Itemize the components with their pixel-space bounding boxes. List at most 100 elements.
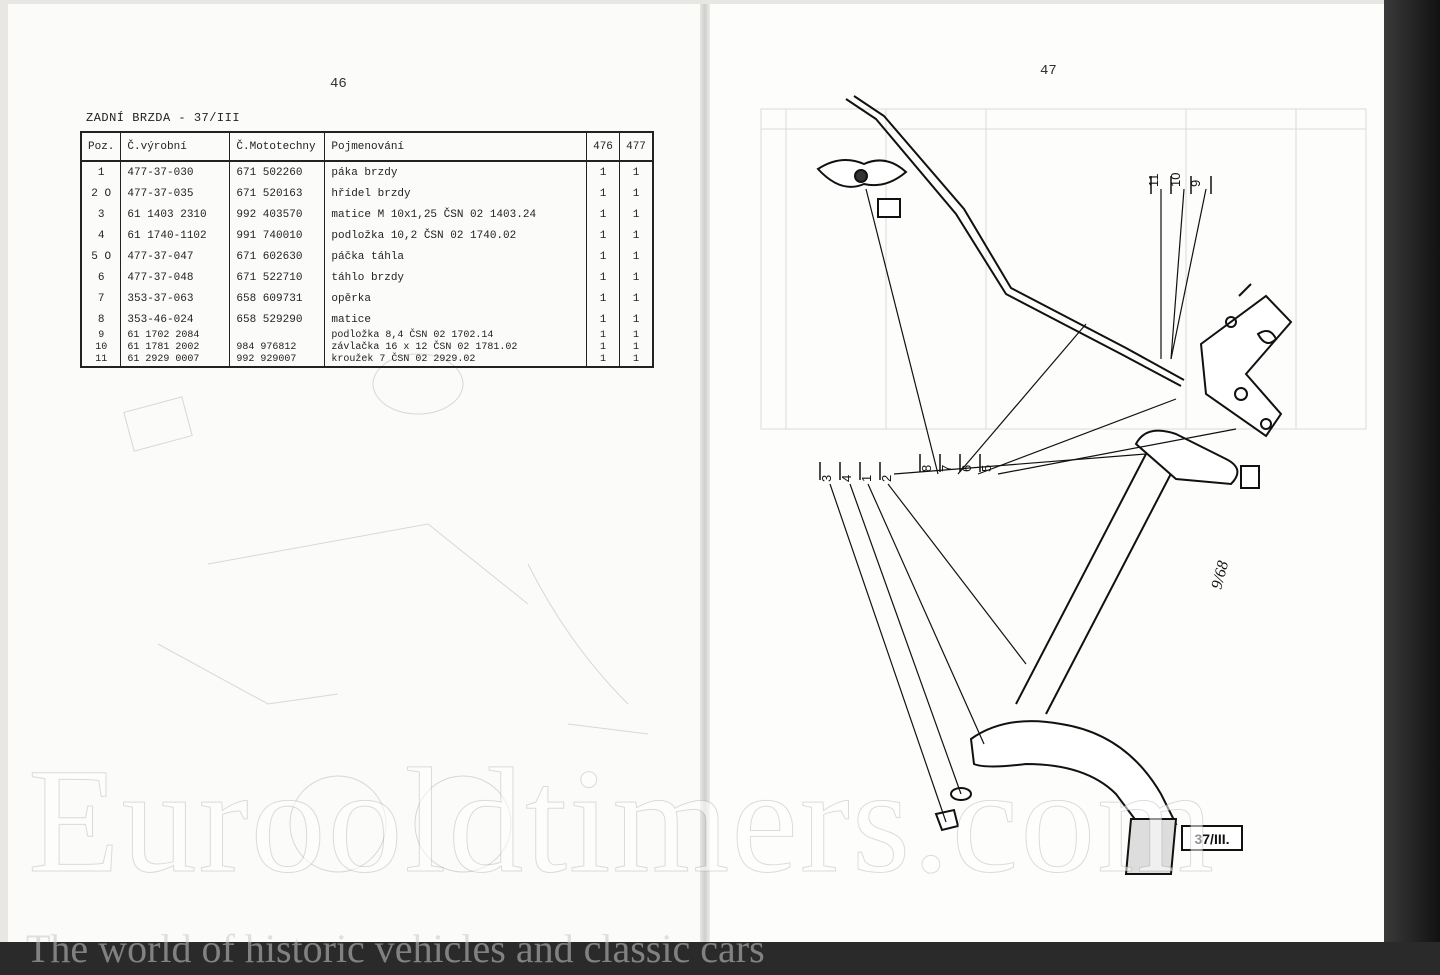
book-gutter (700, 4, 710, 942)
cell-mototechna-no (229, 330, 326, 342)
cell-mototechna-no: 658 529290 (229, 309, 326, 330)
cell-position: 6 (81, 267, 122, 288)
cell-production-no: 61 1702 2084 (120, 330, 231, 342)
cell-qty-477: 1 (619, 204, 654, 225)
watermark-brand: Eurooldtimers.com (28, 738, 1216, 905)
cell-qty-476: 1 (586, 267, 620, 288)
cell-qty-476: 1 (586, 330, 620, 342)
cell-production-no: 61 1740-1102 (120, 225, 231, 246)
cell-qty-476: 1 (586, 183, 620, 204)
callout-4: 4 (839, 475, 854, 482)
callout-7: 7 (939, 465, 954, 472)
cell-mototechna-no: 671 522710 (229, 267, 326, 288)
cell-name: podložka 10,2 ČSN 02 1740.02 (324, 225, 587, 246)
cell-qty-476: 1 (586, 354, 620, 367)
col-header-mototechna-no: Č.Mototechny (229, 132, 326, 162)
cell-qty-477: 1 (619, 225, 654, 246)
cell-qty-477: 1 (619, 267, 654, 288)
brake-assembly-diagram: 9 10 11 8 7 6 5 3 4 1 2 9/68 37/III. (760, 95, 1367, 875)
col-header-477: 477 (619, 132, 654, 162)
cell-qty-477: 1 (619, 161, 654, 183)
cell-mototechna-no: 671 520163 (229, 183, 326, 204)
cell-qty-477: 1 (619, 342, 654, 354)
cell-qty-477: 1 (619, 354, 654, 367)
cell-production-no: 61 1781 2002 (120, 342, 231, 354)
col-header-476: 476 (586, 132, 620, 162)
cell-name: táhlo brzdy (324, 267, 587, 288)
callout-11: 11 (1146, 174, 1161, 188)
parts-table: Poz. Č.výrobní Č.Mototechny Pojmenování … (80, 131, 654, 368)
cell-position: 9 (81, 330, 122, 342)
cell-mototechna-no: 992 929007 (229, 354, 326, 367)
cell-qty-476: 1 (586, 342, 620, 354)
cell-production-no: 353-37-063 (120, 288, 231, 309)
cell-position: 4 (81, 225, 122, 246)
cell-production-no: 477-37-048 (120, 267, 231, 288)
cell-name: podložka 8,4 ČSN 02 1702.14 (324, 330, 587, 342)
cell-qty-477: 1 (619, 183, 654, 204)
cell-production-no: 477-37-035 (120, 183, 231, 204)
cell-name: páka brzdy (324, 161, 587, 183)
cell-name: matice M 10x1,25 ČSN 02 1403.24 (324, 204, 587, 225)
handwritten-date: 9/68 (1208, 559, 1232, 591)
cell-production-no: 61 2929 0007 (120, 354, 231, 367)
cell-position: 11 (81, 354, 122, 367)
cell-name: opěrka (324, 288, 587, 309)
cell-production-no: 353-46-024 (120, 309, 231, 330)
callout-9: 9 (1188, 180, 1203, 187)
cell-mototechna-no: 992 403570 (229, 204, 326, 225)
page-number-left: 46 (330, 76, 347, 92)
cell-production-no: 61 1403 2310 (120, 204, 231, 225)
callout-6: 6 (959, 465, 974, 472)
watermark-tagline: The world of historic vehicles and class… (26, 926, 765, 971)
cell-position: 2 O (81, 183, 122, 204)
cell-qty-476: 1 (586, 309, 620, 330)
callout-8: 8 (919, 465, 934, 472)
cell-name: matice (324, 309, 587, 330)
cell-position: 10 (81, 342, 122, 354)
cell-name: závlačka 16 x 12 ČSN 02 1781.02 (324, 342, 587, 354)
cell-name: hřídel brzdy (324, 183, 587, 204)
cell-production-no: 477-37-047 (120, 246, 231, 267)
cell-position: 5 O (81, 246, 122, 267)
callout-2: 2 (879, 475, 894, 482)
cell-position: 1 (81, 161, 122, 183)
cell-qty-476: 1 (586, 225, 620, 246)
col-header-position: Poz. (81, 132, 122, 162)
cell-mototechna-no: 984 976812 (229, 342, 326, 354)
callout-5: 5 (979, 465, 994, 472)
col-header-production-no: Č.výrobní (120, 132, 231, 162)
cell-mototechna-no: 991 740010 (229, 225, 326, 246)
cell-position: 7 (81, 288, 122, 309)
cell-mototechna-no: 671 602630 (229, 246, 326, 267)
cell-qty-477: 1 (619, 309, 654, 330)
bleed-through-drawing (123, 353, 649, 873)
figure-label-box (1181, 825, 1243, 851)
cell-mototechna-no: 671 502260 (229, 161, 326, 183)
cell-qty-477: 1 (619, 330, 654, 342)
cell-position: 3 (81, 204, 122, 225)
cell-qty-476: 1 (586, 288, 620, 309)
cell-production-no: 477-37-030 (120, 161, 231, 183)
cell-qty-476: 1 (586, 204, 620, 225)
cell-mototechna-no: 658 609731 (229, 288, 326, 309)
cell-qty-476: 1 (586, 246, 620, 267)
page-number-right: 47 (1040, 63, 1057, 79)
callout-1: 1 (859, 475, 874, 482)
callout-3: 3 (819, 475, 834, 482)
cell-name: páčka táhla (324, 246, 587, 267)
figure-label: 37/III. (1194, 831, 1229, 847)
cell-qty-477: 1 (619, 288, 654, 309)
scan-bottom-band (0, 942, 1440, 975)
bleed-through-table (760, 108, 1367, 430)
